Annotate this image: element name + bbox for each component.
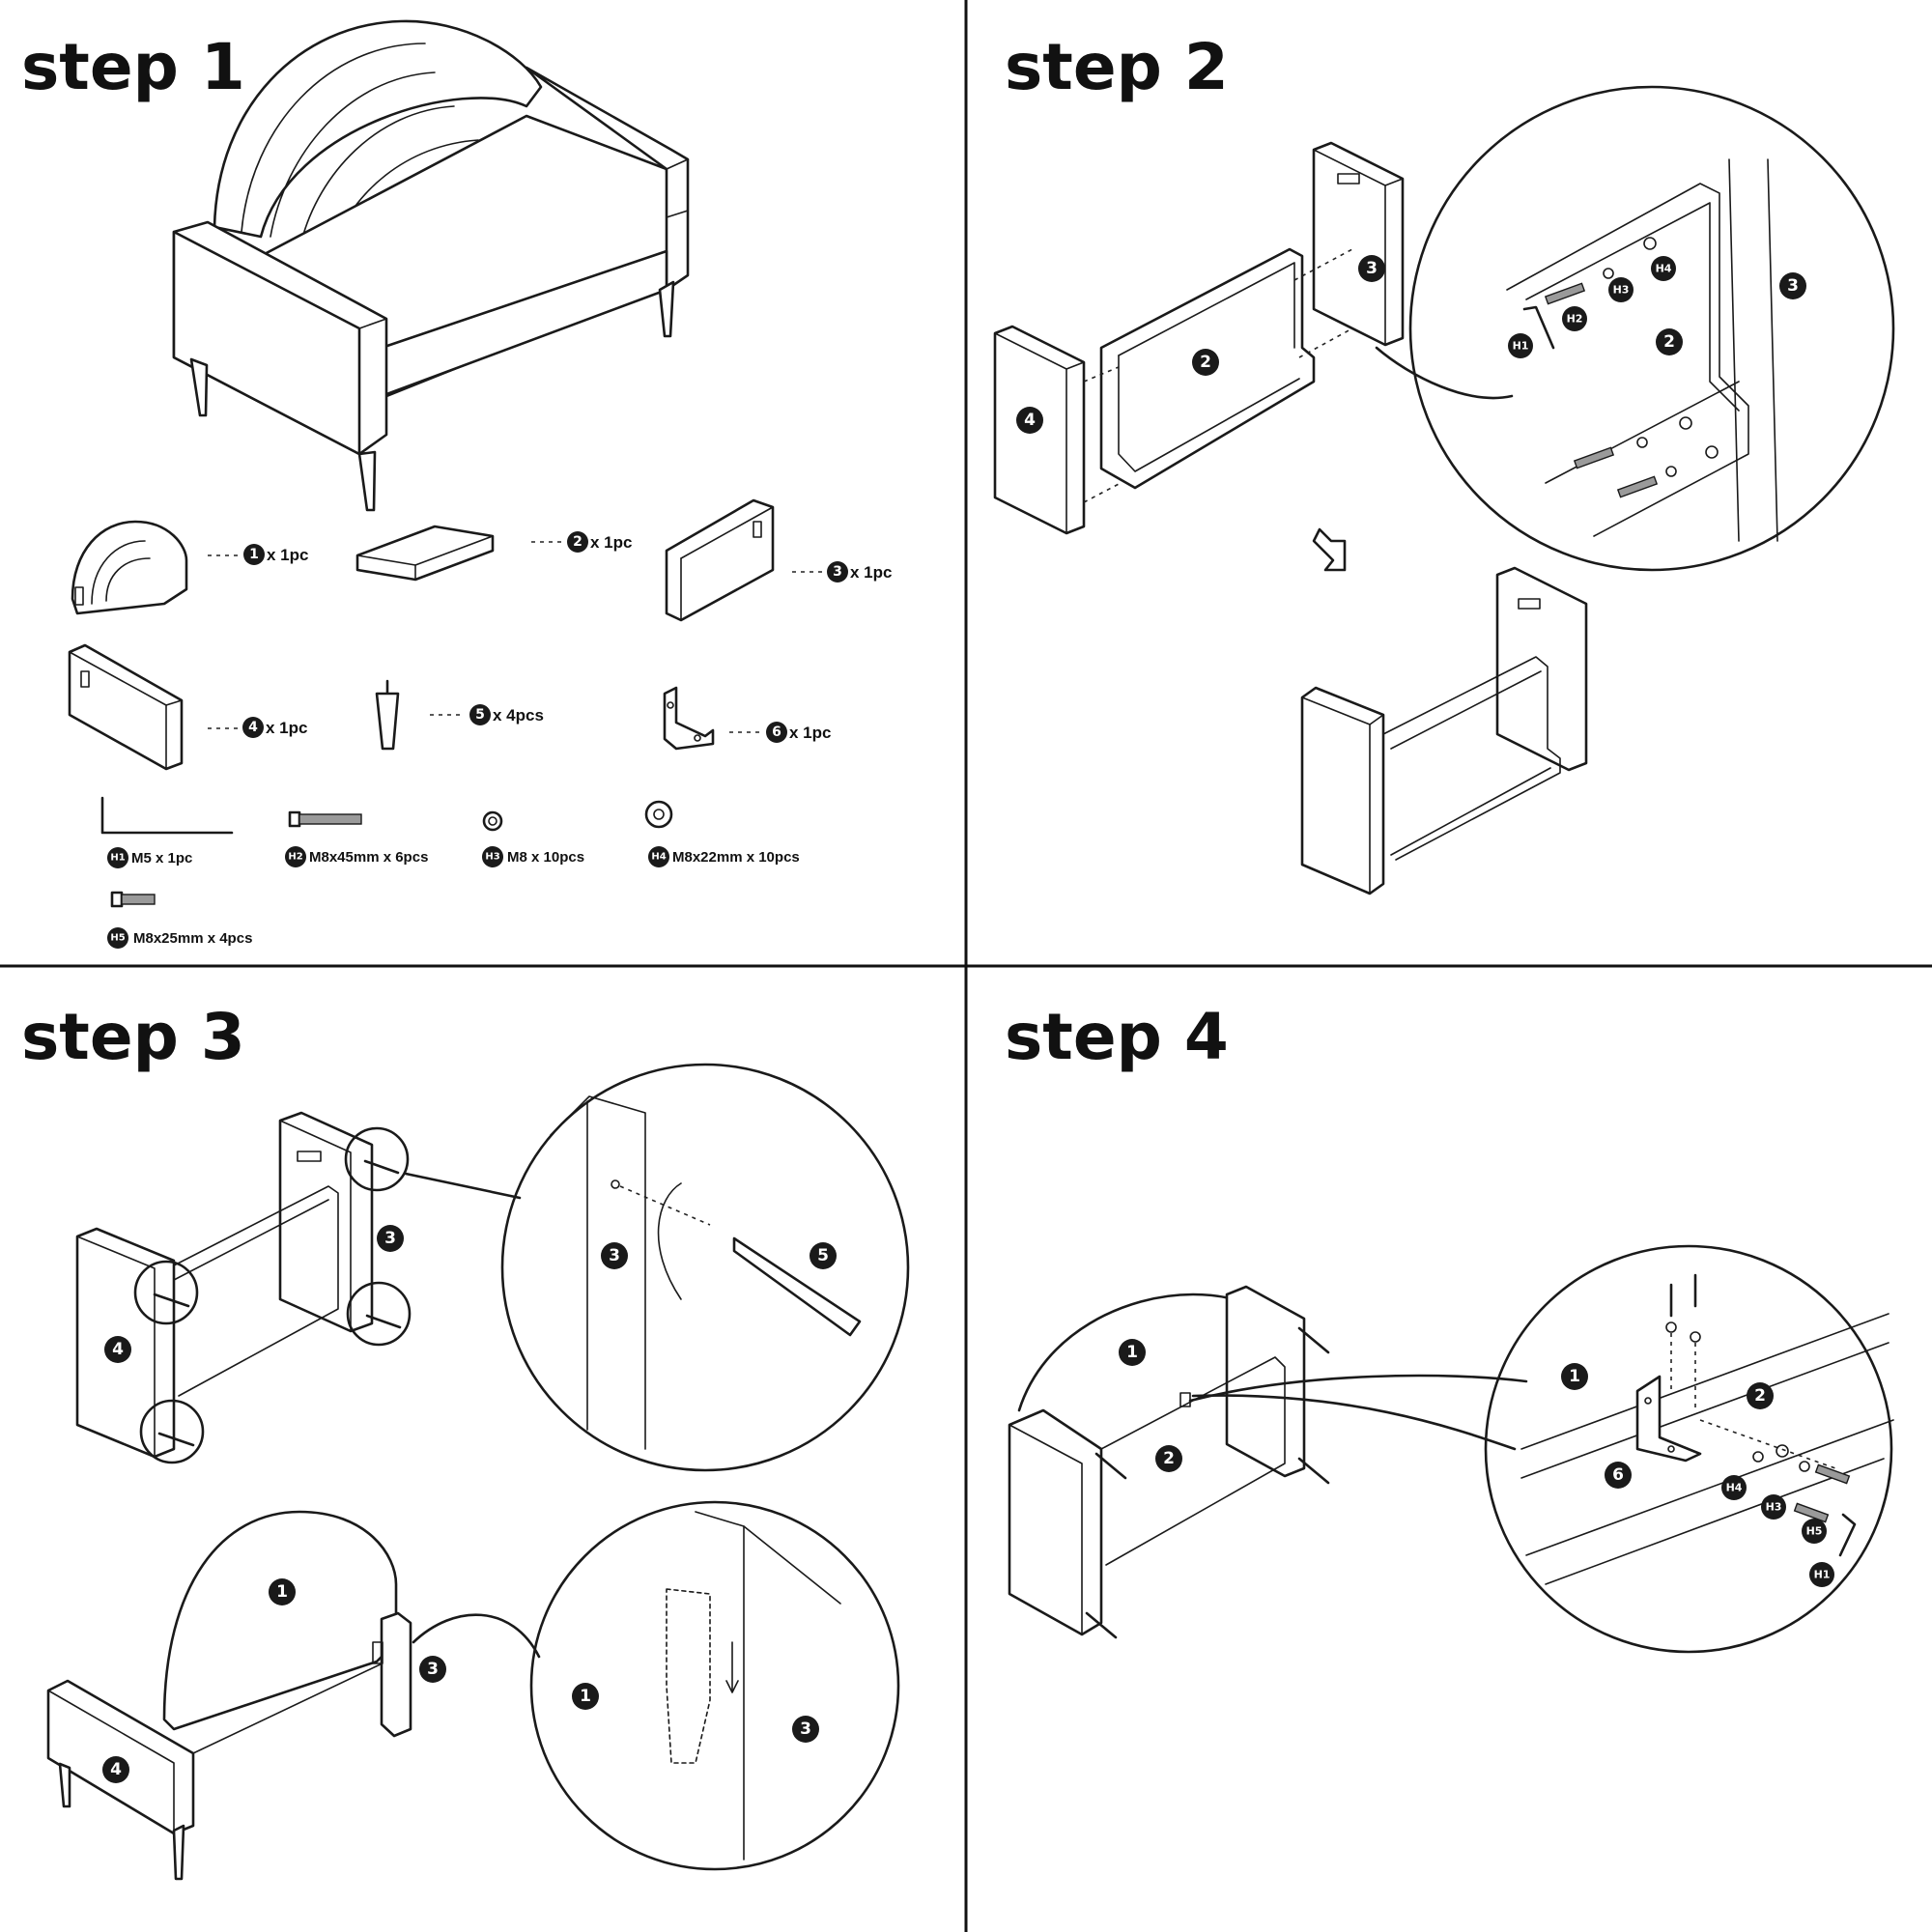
svg-text:5: 5 [817, 1246, 829, 1265]
hardware-h2-spec: M8x45mm x 6pcs [309, 849, 428, 866]
svg-text:H2: H2 [1567, 313, 1583, 326]
svg-text:H4: H4 [1656, 263, 1672, 275]
svg-text:3: 3 [384, 1229, 396, 1248]
svg-text:H3: H3 [1613, 284, 1630, 297]
hardware-h4-flat-washer: H4 M8x22mm x 10pcs [644, 800, 800, 867]
svg-text:4: 4 [110, 1760, 122, 1779]
svg-text:2: 2 [1663, 332, 1675, 352]
svg-text:1: 1 [1569, 1367, 1580, 1386]
part-1-qty: x 1pc [267, 546, 308, 564]
svg-text:6: 6 [1612, 1465, 1624, 1485]
svg-text:6: 6 [772, 724, 781, 740]
svg-text:H4: H4 [1726, 1482, 1743, 1494]
part-5-leg: 5 x 4pcs [375, 679, 544, 751]
svg-text:H1: H1 [1814, 1569, 1831, 1581]
part-1-backrest: 1 x 1pc [71, 520, 308, 615]
svg-text:1: 1 [580, 1687, 591, 1706]
part-2-marker [567, 531, 588, 553]
svg-text:1: 1 [276, 1582, 288, 1602]
svg-text:3: 3 [1366, 259, 1378, 278]
hardware-h1-allen-key: H1 M5 x 1pc [100, 796, 234, 868]
svg-text:H2: H2 [288, 852, 302, 863]
step-4-title: step 4 [1005, 1000, 1229, 1074]
svg-text:3: 3 [427, 1660, 439, 1679]
down-arrow-icon [1312, 527, 1347, 572]
parts-list: 1 x 1pc 2 x 1pc 3 x 1pc [68, 498, 892, 771]
part-2-seat: 2 x 1pc [355, 525, 632, 582]
part-1-marker [243, 544, 265, 565]
svg-text:2: 2 [573, 534, 582, 550]
svg-text:3: 3 [1787, 276, 1799, 296]
part-4-marker [242, 717, 264, 738]
part-6-marker [766, 722, 787, 743]
step-4-illustration: 1 2 1 2 6 [1008, 1244, 1894, 1654]
svg-text:3: 3 [609, 1246, 620, 1265]
svg-text:H5: H5 [1806, 1525, 1823, 1538]
hardware-h4-spec: M8x22mm x 10pcs [672, 849, 800, 866]
step-2-title: step 2 [1005, 30, 1229, 104]
hardware-h5-bolt: H5 M8x25mm x 4pcs [107, 891, 252, 949]
assembled-sofa-illustration [172, 19, 690, 512]
hardware-h1-spec: M5 x 1pc [131, 850, 192, 867]
svg-text:H4: H4 [651, 852, 666, 863]
svg-text:5: 5 [475, 707, 485, 723]
svg-text:1: 1 [249, 547, 259, 562]
part-3-right-arm: 3 x 1pc [665, 498, 892, 622]
svg-text:2: 2 [1200, 353, 1211, 372]
svg-text:H1: H1 [1513, 340, 1529, 353]
hardware-h5-spec: M8x25mm x 4pcs [133, 930, 252, 947]
part-4-qty: x 1pc [266, 719, 307, 737]
step-2-illustration: 4 2 3 3 2 H1 [993, 85, 1895, 895]
hardware-h3-spec: M8 x 10pcs [507, 849, 584, 866]
part-2-qty: x 1pc [590, 533, 632, 552]
svg-text:4: 4 [248, 720, 258, 735]
svg-text:2: 2 [1754, 1386, 1766, 1406]
part-3-marker [827, 561, 848, 582]
svg-text:H1: H1 [110, 853, 125, 864]
svg-text:3: 3 [800, 1719, 811, 1739]
svg-text:4: 4 [1024, 411, 1036, 430]
svg-text:H5: H5 [110, 933, 125, 944]
svg-text:3: 3 [833, 564, 842, 580]
step-3-title: step 3 [21, 1000, 245, 1074]
part-5-marker [469, 704, 491, 725]
part-3-qty: x 1pc [850, 563, 892, 582]
part-6-qty: x 1pc [789, 724, 831, 742]
hardware-h3-spring-washer: H3 M8 x 10pcs [482, 810, 584, 867]
step-1-title: step 1 [21, 30, 245, 104]
svg-text:1: 1 [1126, 1343, 1138, 1362]
hardware-list: H1 M5 x 1pc H2 M8x45mm x 6pcs H3 M8 x 10… [100, 796, 800, 949]
part-4-left-arm: 4 x 1pc [68, 643, 307, 771]
svg-text:4: 4 [112, 1340, 124, 1359]
svg-text:H3: H3 [1766, 1501, 1782, 1514]
part-6-bracket: 6 x 1pc [663, 686, 831, 751]
svg-text:2: 2 [1163, 1449, 1175, 1468]
part-5-qty: x 4pcs [493, 706, 544, 724]
hardware-h2-bolt: H2 M8x45mm x 6pcs [285, 810, 428, 867]
step-3-illustration: 4 3 3 5 1 4 [46, 1063, 910, 1881]
svg-text:H3: H3 [485, 852, 499, 863]
